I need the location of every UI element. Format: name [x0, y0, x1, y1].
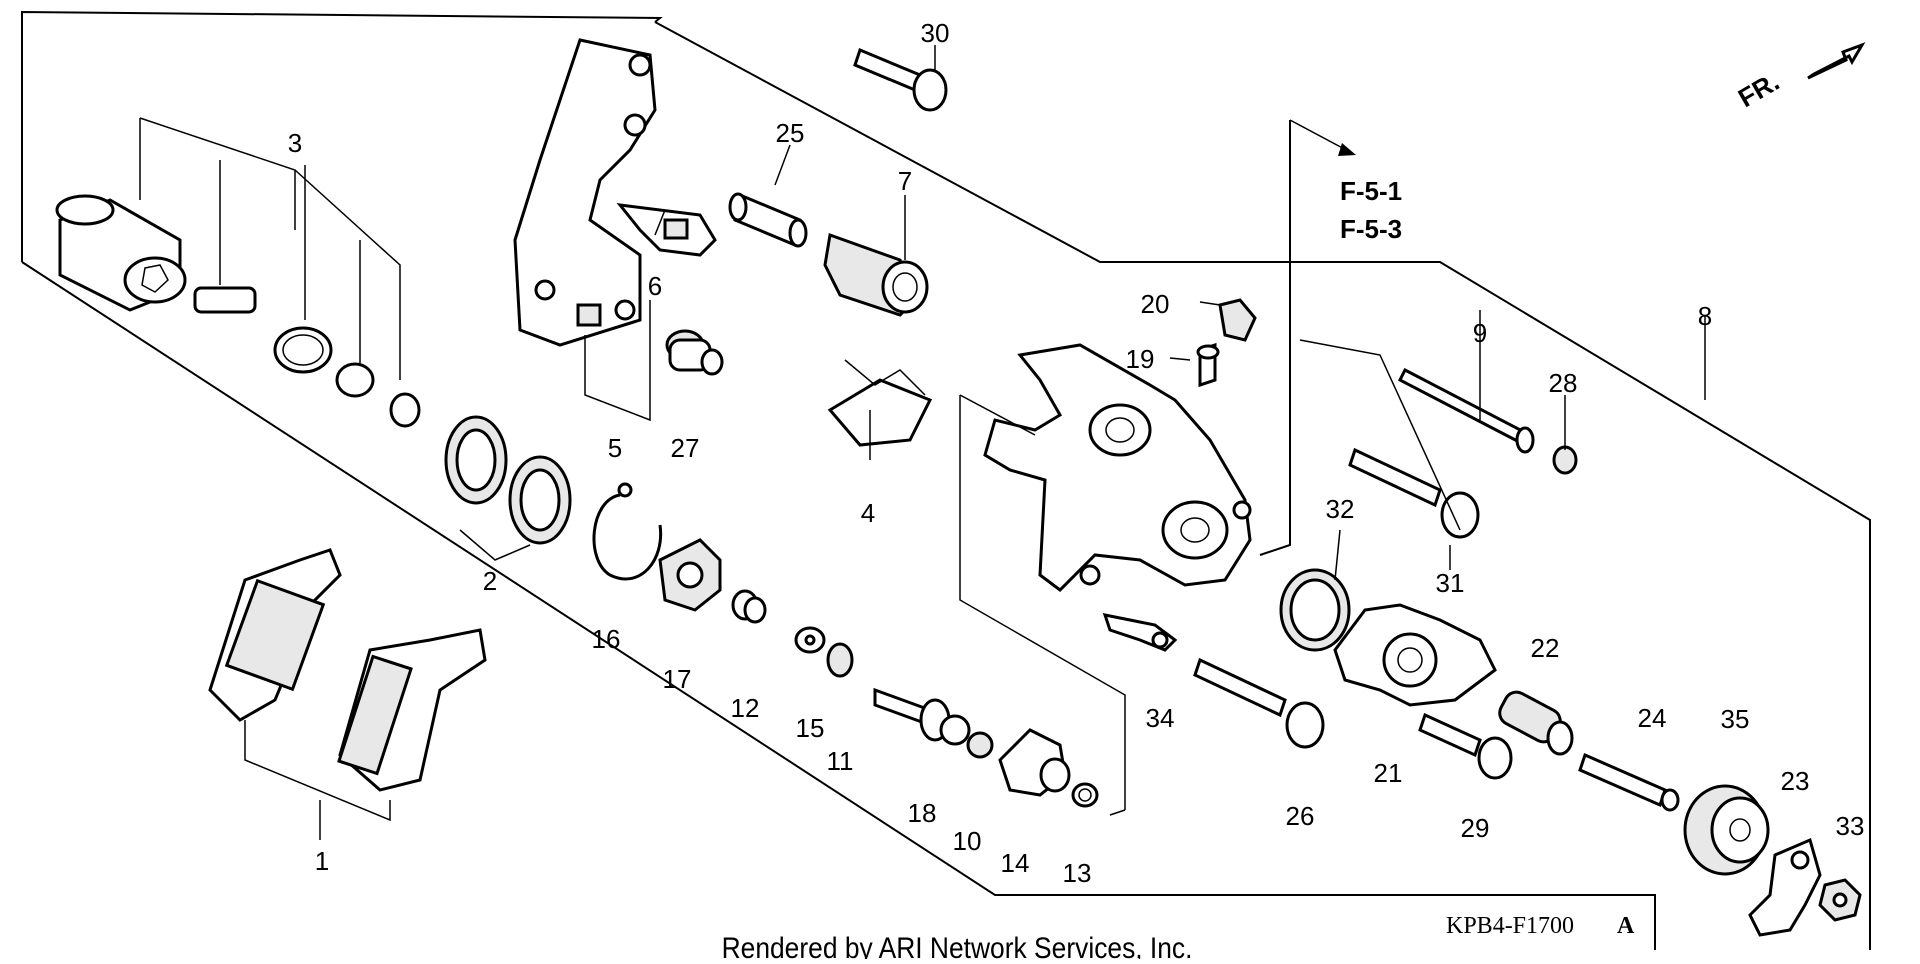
- callout-30[interactable]: 30: [921, 18, 950, 48]
- part-4-pad-spring: [827, 359, 933, 447]
- callout-31[interactable]: 31: [1436, 568, 1465, 598]
- part-23-bracket: [1748, 837, 1822, 937]
- callout-15[interactable]: 15: [796, 713, 825, 743]
- part-32-gasket: [1279, 568, 1351, 652]
- group-outline: [21, 10, 1871, 950]
- diagram-revision: A: [1617, 913, 1635, 939]
- callout-29[interactable]: 29: [1461, 813, 1490, 843]
- part-12-bushing: [731, 589, 767, 624]
- callout-25[interactable]: 25: [776, 118, 805, 148]
- callout-16[interactable]: 16: [592, 624, 621, 654]
- part-35-roller: [1683, 784, 1770, 876]
- callout-11[interactable]: 11: [827, 746, 854, 776]
- callout-10[interactable]: 10: [953, 826, 982, 856]
- caliper-body: [959, 343, 1252, 816]
- callout-6[interactable]: 6: [648, 271, 662, 301]
- part-18-screw: [873, 687, 971, 746]
- callout-8[interactable]: 8: [1698, 301, 1712, 331]
- part-25-sleeve: [728, 192, 808, 248]
- callout-12[interactable]: 12: [731, 693, 760, 723]
- part-10-cap: [966, 731, 994, 759]
- diagram-code-text: KPB4-F1700: [1446, 913, 1574, 939]
- diagram-code: KPB4-F1700 A: [1446, 913, 1635, 939]
- part-1-brake-pads: [208, 548, 487, 840]
- callout-19[interactable]: 19: [1126, 344, 1155, 374]
- part-34-clip: [1102, 613, 1178, 652]
- callout-5[interactable]: 5: [608, 433, 622, 463]
- section-ref-1[interactable]: F-5-1: [1340, 176, 1402, 206]
- callout-13[interactable]: 13: [1063, 858, 1092, 888]
- part-28-nut: [1552, 445, 1578, 475]
- callout-28[interactable]: 28: [1549, 368, 1578, 398]
- direction-label: FR.: [1733, 66, 1784, 113]
- part-3-illustration: [55, 117, 421, 428]
- leader-lines: [654, 45, 1706, 581]
- part-2-seals: [444, 415, 572, 561]
- callout-34[interactable]: 34: [1146, 703, 1175, 733]
- part-5-bracket: [513, 38, 657, 422]
- part-9-pin: [1397, 367, 1535, 454]
- callout-20[interactable]: 20: [1141, 289, 1170, 319]
- callout-1[interactable]: 1: [315, 846, 329, 876]
- part-17-adjuster: [658, 538, 722, 612]
- callout-21[interactable]: 21: [1374, 758, 1403, 788]
- callout-35[interactable]: 35: [1721, 704, 1750, 734]
- callout-27[interactable]: 27: [671, 433, 700, 463]
- callout-33[interactable]: 33: [1836, 811, 1865, 841]
- part-27-bleeder: [665, 329, 724, 376]
- callout-14[interactable]: 14: [1001, 848, 1030, 878]
- callout-17[interactable]: 17: [663, 664, 692, 694]
- callout-7[interactable]: 7: [898, 166, 912, 196]
- part-16-circlip: [592, 482, 663, 581]
- credit-text: Rendered by ARI Network Services, Inc.: [722, 930, 1193, 959]
- callout-23[interactable]: 23: [1781, 766, 1810, 796]
- callout-4[interactable]: 4: [861, 498, 875, 528]
- part-33-nut: [1818, 878, 1862, 922]
- front-direction-arrow: FR.: [1733, 42, 1866, 113]
- section-ref-2[interactable]: F-5-3: [1340, 214, 1402, 244]
- callout-22[interactable]: 22: [1531, 633, 1560, 663]
- part-7-boot: [823, 232, 929, 317]
- callout-32[interactable]: 32: [1326, 494, 1355, 524]
- part-20-cap: [1218, 298, 1257, 342]
- part-30-bolt: [853, 47, 948, 112]
- part-29-bolt: [1418, 712, 1513, 780]
- part-6-clip: [616, 203, 717, 257]
- part-15-washer: [794, 626, 826, 654]
- callout-24[interactable]: 24: [1638, 703, 1667, 733]
- callout-3[interactable]: 3: [288, 128, 302, 158]
- part-24-shaft: [1578, 752, 1680, 812]
- part-19-bleeder: [1196, 342, 1220, 388]
- callout-26[interactable]: 26: [1286, 801, 1315, 831]
- callout-2[interactable]: 2: [483, 566, 497, 596]
- callout-18[interactable]: 18: [908, 798, 937, 828]
- part-31-bolt: [1348, 447, 1480, 539]
- part-14-piston: [998, 728, 1071, 797]
- callout-numbers: 1 2 3 4 5 6 7 8 9 10 11 12 13 14 15 16 1…: [288, 18, 1865, 888]
- callout-9[interactable]: 9: [1473, 318, 1487, 348]
- part-22-spring: [1498, 690, 1574, 756]
- part-13-oring: [1071, 782, 1099, 808]
- part-26-bolt: [1193, 657, 1325, 749]
- part-11-nut: [826, 642, 854, 678]
- part-21-housing: [1333, 603, 1497, 707]
